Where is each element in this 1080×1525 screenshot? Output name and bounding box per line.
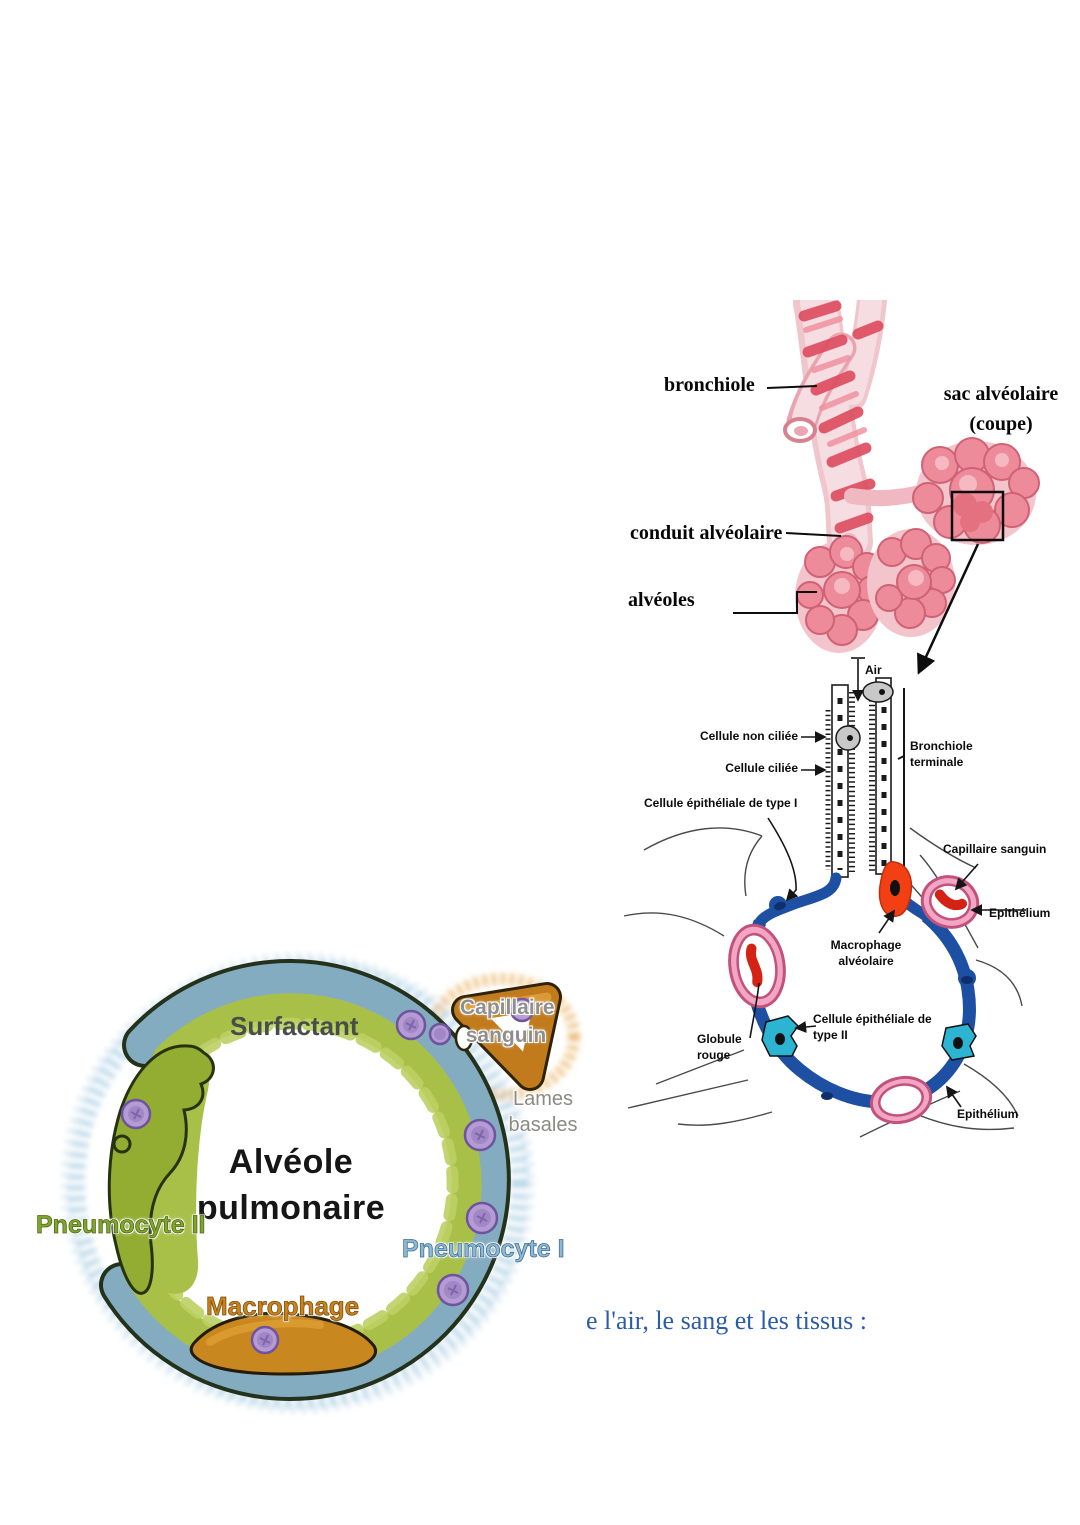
label-cellule-epitheliale-type-1: Cellule épithéliale de type I [644, 796, 798, 810]
type1-arrow [767, 817, 799, 902]
red-blood-cell [934, 889, 968, 911]
bronchiole-pointer-line [766, 385, 818, 389]
capillaire-arrow [954, 863, 979, 891]
bronchiole-terminale-bracket [897, 688, 905, 874]
alveolus-section-diagram [623, 657, 1026, 1138]
clara-cell [862, 681, 894, 703]
figure-bronchial-tree: bronchiole sac alvéolaire (coupe) condui… [620, 300, 1080, 700]
type2-cell-right [941, 1023, 977, 1061]
capillary-left [728, 923, 786, 1009]
body-text-fragment: e l'air, le sang et les tissus : [586, 1306, 867, 1335]
label-air: Air [865, 663, 882, 677]
label-alveole-pulmonaire: Alvéole pulmonaire [196, 1143, 386, 1227]
macrophage-arrow [878, 909, 896, 934]
conduit-pointer-line [785, 532, 842, 537]
label-epithelium-bas: Epithélium [957, 1107, 1019, 1121]
label-lames-basales: Lames basales [508, 1088, 578, 1136]
sac-alveolaire-cluster [912, 437, 1040, 545]
bronchial-tree-illustration [733, 300, 1040, 675]
label-pneumocyte-2: Pneumocyte II [36, 1211, 206, 1240]
label-capillaire-sanguin: Capillaire sanguin [460, 996, 555, 1048]
red-blood-cell [745, 943, 763, 988]
alveole-pulmonaire-diagram [61, 952, 580, 1414]
figure-alveole-pulmonaire: Surfactant Capillaire sanguin Lames basa… [30, 950, 590, 1420]
type2-arrow [794, 1021, 817, 1033]
alveoles-cluster-right [867, 528, 956, 637]
label-pneumocyte-1: Pneumocyte I [402, 1235, 565, 1264]
capillary-bottom [869, 1075, 933, 1125]
bronchiole-terminale-tubes [825, 677, 892, 878]
label-macrophage-alveolaire: Macrophage alvéolaire [830, 938, 902, 968]
label-globule-rouge: Globule rouge [697, 1032, 742, 1062]
label-sac-alveolaire: sac alvéolaire (coupe) [943, 383, 1059, 435]
label-cellule-ciliee: Cellule ciliée [725, 761, 798, 775]
cell-nuclei [120, 997, 535, 1355]
label-conduit-alveolaire: conduit alvéolaire [630, 522, 783, 544]
alveoles-cluster-left [795, 535, 887, 653]
globule-rouge-line [749, 982, 760, 1039]
label-macrophage: Macrophage [206, 1291, 360, 1322]
label-cellule-non-ciliee: Cellule non ciliée [699, 729, 798, 743]
alveoles-bracket [733, 591, 817, 614]
epithelium-bottom-arrow [945, 1085, 962, 1108]
zoom-arrow [917, 543, 980, 675]
label-surfactant: Surfactant [230, 1011, 359, 1041]
type2-cell-left [761, 1015, 799, 1057]
zoom-region-square [950, 490, 1005, 542]
label-bronchiole: bronchiole [664, 374, 755, 396]
label-capillaire-sanguin: Capillaire sanguin [943, 842, 1047, 856]
label-bronchiole-terminale: Bronchiole terminale [910, 739, 973, 769]
macrophage-cell [189, 1311, 377, 1376]
figure-alveolus-section: Air Cellule non ciliée Cellule ciliée Br… [620, 650, 1080, 1160]
label-cellule-epitheliale-type-2: Cellule épithéliale de type II [813, 1012, 932, 1042]
label-epithelium-haut: Epithélium [989, 906, 1051, 920]
alveolar-macrophage [878, 861, 913, 917]
label-alveoles: alvéoles [628, 589, 695, 611]
air-arrow [851, 657, 865, 702]
